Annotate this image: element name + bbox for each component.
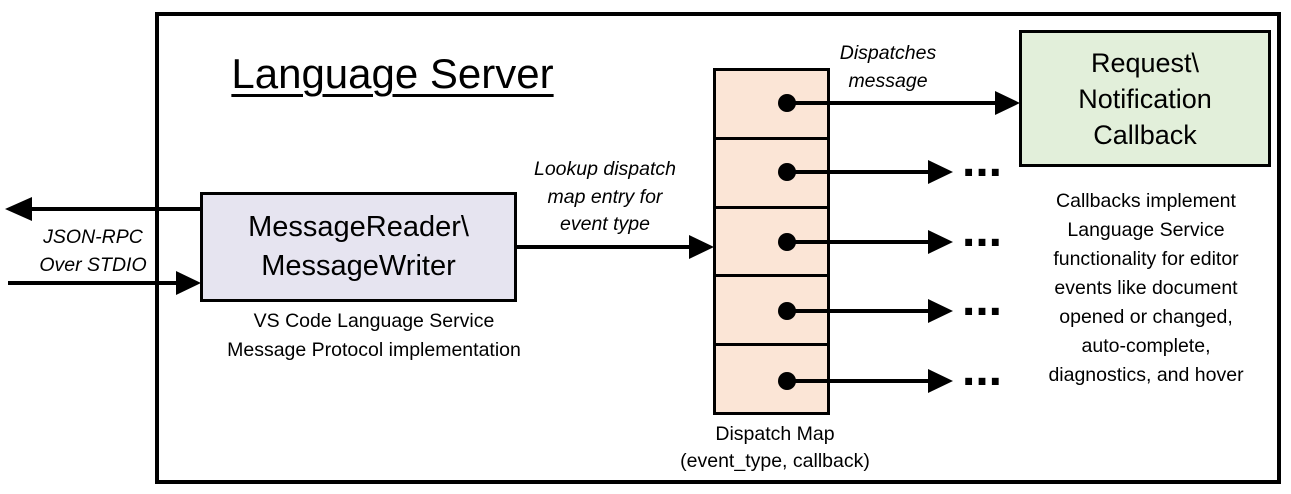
callbacks-note: Callbacks implement Language Service fun…: [1048, 190, 1244, 386]
lookup-dispatch-label: Lookup dispatch map entry for event type: [533, 158, 677, 235]
dispatch-map-cell: [716, 136, 827, 206]
json-rpc-stdio-label: JSON-RPC Over STDIO: [39, 226, 147, 276]
dispatch-map-label: Dispatch Map (event_type, callback): [680, 423, 870, 472]
vscode-protocol-note: VS Code Language Service Message Protoco…: [227, 310, 521, 361]
dispatches-message-label: Dispatches message: [839, 42, 937, 92]
language-server-boundary: [155, 12, 1281, 484]
messagereader-messagewriter-box: MessageReader\ MessageWriter: [200, 192, 517, 302]
dispatch-map-cell: [716, 71, 827, 137]
dispatch-map-cell: [716, 205, 827, 275]
diagram-title: Language Server: [231, 50, 554, 97]
dispatch-map-cell: [716, 274, 827, 343]
request-notification-callback-box: Request\ Notification Callback: [1019, 30, 1271, 167]
dispatch-map: [713, 68, 830, 415]
dispatch-map-cell: [716, 343, 827, 412]
